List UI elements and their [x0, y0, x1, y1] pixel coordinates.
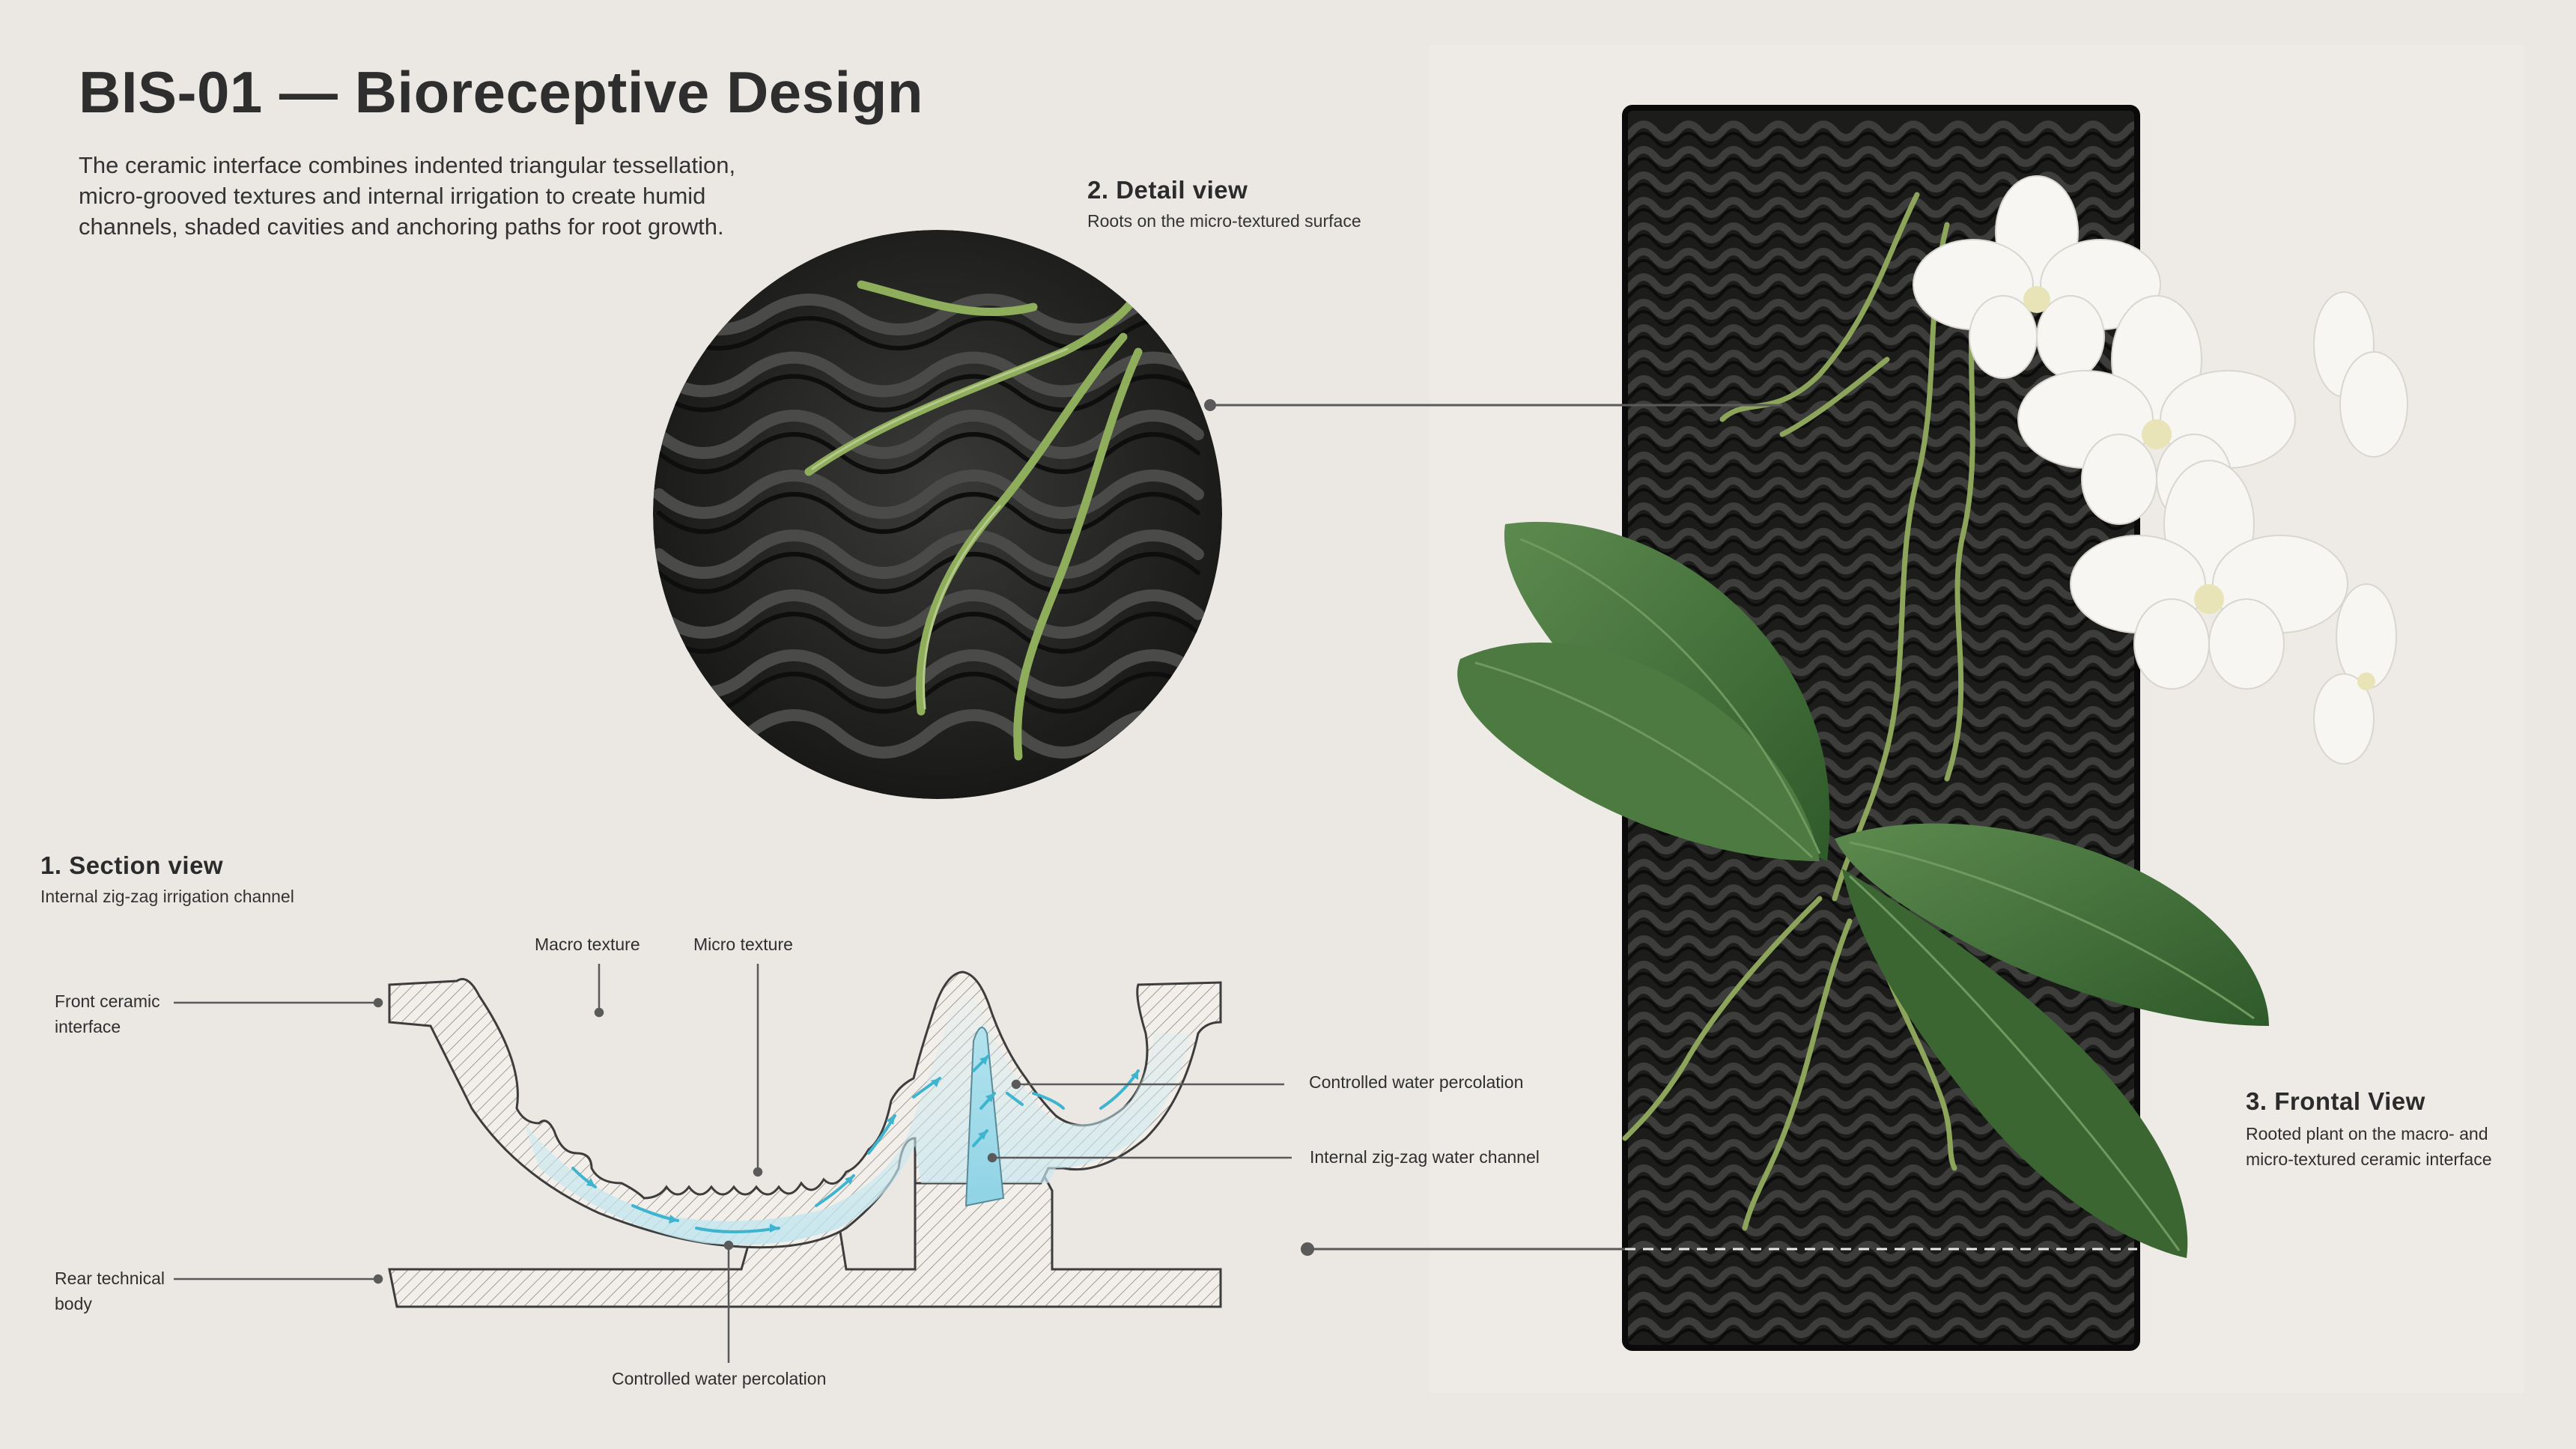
ceramic-groove-shadow	[1625, 157, 2137, 174]
ceramic-groove	[1625, 197, 2137, 218]
ceramic-groove	[1625, 146, 2137, 167]
intro-line: micro-grooved textures and internal irri…	[79, 183, 706, 209]
ceramic-groove	[1625, 1317, 2137, 1338]
ceramic-groove-shadow	[1625, 1278, 2137, 1294]
section-cut-line	[1301, 1242, 2137, 1256]
frontal-view-title: 3. Frontal View	[2246, 1087, 2425, 1115]
section-view-subtitle: Internal zig-zag irrigation channel	[40, 887, 294, 906]
label-percolation-right: Controlled water percolation	[1309, 1072, 1524, 1092]
front-ceramic-interface	[388, 970, 1222, 1249]
label-micro-texture: Micro texture	[693, 935, 793, 954]
intro-line: The ceramic interface combines indented …	[79, 152, 736, 178]
ceramic-groove-shadow	[1625, 183, 2137, 199]
ceramic-groove	[1625, 121, 2137, 142]
label-macro-texture: Macro texture	[535, 935, 640, 954]
page-title: BIS-01 — Bioreceptive Design	[79, 59, 924, 125]
frontal-subtitle-line1: Rooted plant on the macro- and	[2246, 1124, 2488, 1143]
section-leader-lines	[174, 964, 1292, 1363]
ceramic-groove	[1625, 1241, 2137, 1262]
ceramic-groove	[1625, 1292, 2137, 1313]
label-rear-body: Rear technical body	[55, 1266, 165, 1316]
detail-view-subtitle: Roots on the micro-textured surface	[1087, 211, 1361, 231]
label-zigzag-channel: Internal zig-zag water channel	[1310, 1147, 1540, 1167]
section-diagram	[388, 970, 1222, 1308]
detail-leader-line	[1204, 399, 1782, 411]
detail-view-title: 2. Detail view	[1087, 176, 1248, 204]
section-view-title: 1. Section view	[40, 851, 224, 879]
ceramic-groove-shadow	[1625, 208, 2137, 225]
intro-text: The ceramic interface combines indented …	[79, 150, 812, 242]
label-front-ceramic: Front ceramic interface	[55, 988, 160, 1039]
frontal-subtitle-line2: micro-textured ceramic interface	[2246, 1149, 2492, 1169]
ceramic-groove	[1625, 1266, 2137, 1287]
detail-view-photo	[653, 230, 1222, 799]
ceramic-groove-shadow	[1625, 1023, 2137, 1039]
ceramic-groove-shadow	[1625, 1252, 2137, 1269]
label-percolation-bottom: Controlled water percolation	[612, 1369, 827, 1388]
label-rear-line1: Rear technical	[55, 1269, 165, 1288]
ceramic-groove-shadow	[1625, 539, 2137, 556]
orchid-flowers	[1913, 175, 2408, 765]
ceramic-groove	[1625, 1037, 2137, 1058]
flow-arrowheads	[586, 1056, 1138, 1233]
orchid-leaves	[1457, 521, 2269, 1258]
ceramic-groove-shadow	[1625, 1227, 2137, 1243]
intro-line: channels, shaded cavities and anchoring …	[79, 213, 724, 240]
ceramic-groove	[1625, 528, 2137, 549]
label-front-line2: interface	[55, 1017, 121, 1036]
ceramic-groove-shadow	[1625, 361, 2137, 377]
label-front-line1: Front ceramic	[55, 991, 160, 1011]
frontal-view-subtitle: Rooted plant on the macro- and micro-tex…	[2246, 1121, 2492, 1172]
ceramic-groove	[1625, 171, 2137, 192]
label-rear-line2: body	[55, 1294, 92, 1313]
ceramic-groove-shadow	[1625, 234, 2137, 250]
ceramic-groove-shadow	[1625, 1048, 2137, 1065]
ceramic-groove-shadow	[1625, 1303, 2137, 1319]
ceramic-groove-shadow	[1625, 1328, 2137, 1345]
ceramic-groove-shadow	[1625, 132, 2137, 148]
ceramic-groove	[1625, 1215, 2137, 1236]
